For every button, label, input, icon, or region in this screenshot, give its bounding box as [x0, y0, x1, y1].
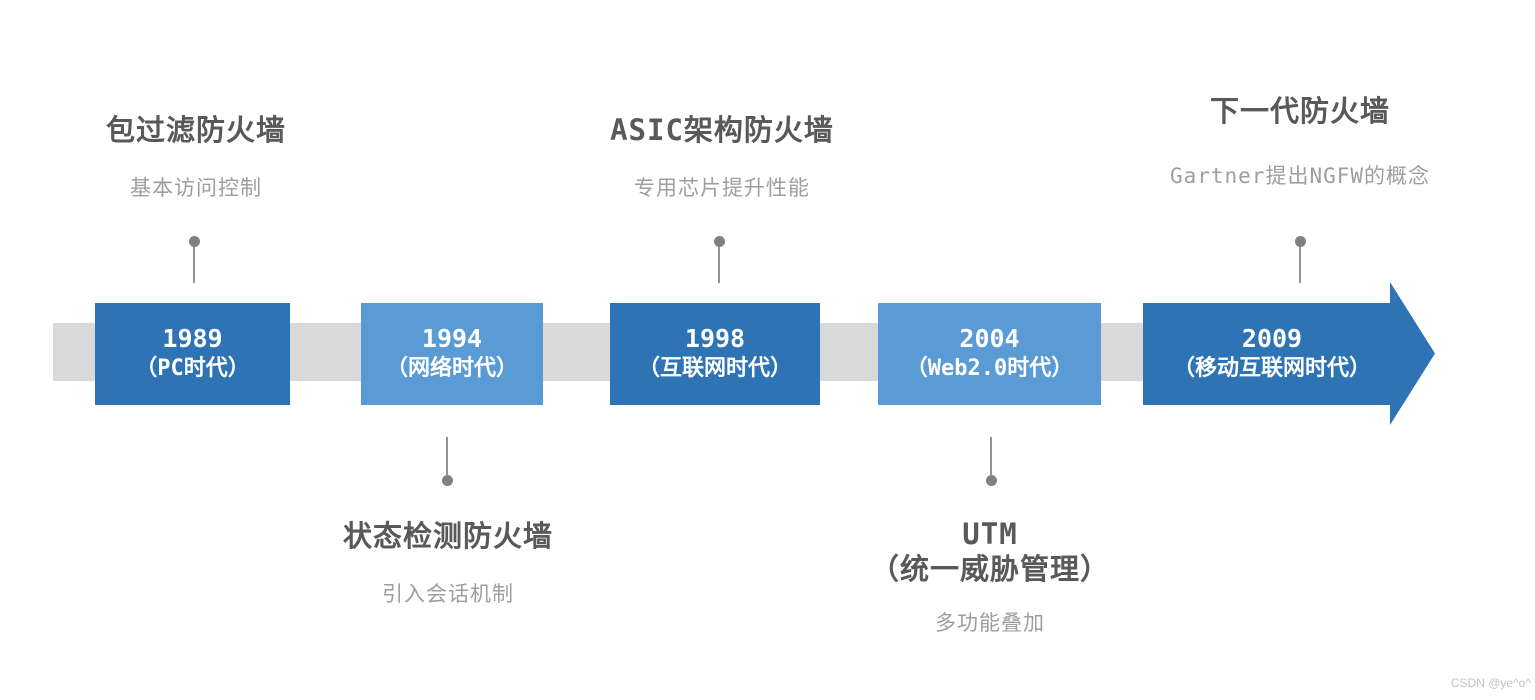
milestone-year: 2004: [959, 324, 1020, 353]
connector-line: [446, 437, 448, 475]
milestone-era: （Web2.0时代）: [905, 356, 1074, 381]
milestone-year: 1994: [421, 324, 483, 353]
milestone-box-1998: 1998 （互联网时代）: [610, 303, 820, 405]
milestone-year: 1989: [162, 324, 223, 353]
connector-line: [1299, 246, 1301, 283]
annotation-subtitle: 专用芯片提升性能: [634, 176, 810, 200]
milestone-box-2004: 2004 （Web2.0时代）: [878, 303, 1101, 405]
connector-dot: [713, 235, 725, 247]
annotation-subtitle: 基本访问控制: [130, 176, 262, 200]
annotation-title: 包过滤防火墙: [105, 113, 286, 147]
connector-line: [718, 246, 720, 283]
connector-dot: [985, 474, 997, 486]
connector-dot: [188, 235, 200, 247]
annotation-stateful-firewall: 状态检测防火墙 引入会话机制: [258, 518, 638, 608]
milestone-era: （移动互联网时代）: [1172, 356, 1371, 381]
csdn-watermark: CSDN @ye^o^: [1450, 676, 1531, 690]
milestone-year: 1998: [684, 324, 746, 353]
annotation-title-line2: （统一威胁管理）: [869, 552, 1110, 586]
milestone-era: （网络时代）: [385, 356, 518, 381]
milestone-box-1989: 1989 （PC时代）: [95, 303, 290, 405]
milestone-year: 2009: [1241, 324, 1303, 353]
annotation-title: ASIC架构防火墙: [610, 113, 834, 147]
milestone-era: （PC时代）: [135, 356, 250, 381]
annotation-utm: UTM （统一威胁管理） 多功能叠加: [800, 517, 1180, 637]
connector-dot: [1294, 235, 1306, 247]
annotation-title: 状态检测防火墙: [342, 519, 553, 553]
annotation-subtitle: 引入会话机制: [382, 582, 514, 606]
milestone-era: （互联网时代）: [637, 356, 792, 381]
annotation-subtitle: 多功能叠加: [935, 611, 1045, 635]
annotation-packet-filter-firewall: 包过滤防火墙 基本访问控制: [6, 112, 386, 202]
annotation-title-line1: UTM: [962, 517, 1018, 551]
annotation-title: 下一代防火墙: [1209, 94, 1390, 128]
annotation-subtitle: Gartner提出NGFW的概念: [1169, 164, 1431, 188]
connector-line: [193, 246, 195, 283]
annotation-asic-firewall: ASIC架构防火墙 专用芯片提升性能: [532, 112, 912, 202]
milestone-box-1994: 1994 （网络时代）: [361, 303, 543, 405]
milestone-arrow-label: 2009 （移动互联网时代）: [1143, 303, 1401, 405]
connector-line: [990, 437, 992, 475]
annotation-next-gen-firewall: 下一代防火墙 Gartner提出NGFW的概念: [1110, 93, 1490, 190]
milestone-arrow-2009: 2009 （移动互联网时代）: [1143, 282, 1435, 425]
connector-dot: [441, 474, 453, 486]
